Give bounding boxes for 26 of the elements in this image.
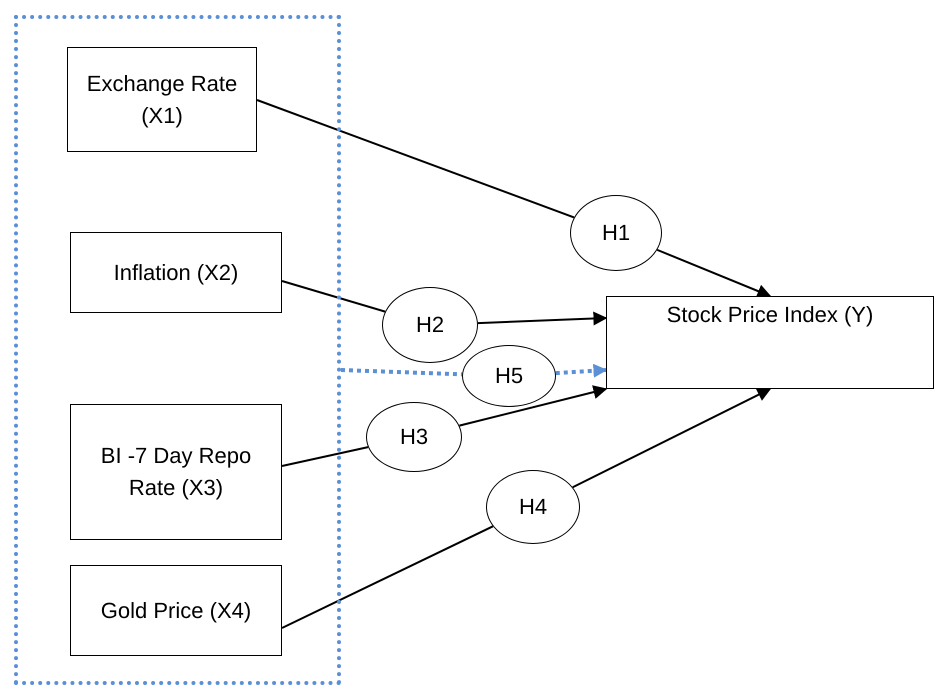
variable-box <box>606 296 934 389</box>
node-label: H2 <box>414 311 446 340</box>
connector-line <box>282 446 368 467</box>
node-label: Gold Price (X4) <box>100 596 252 625</box>
arrow <box>556 364 608 378</box>
node-label: H1 <box>600 219 632 248</box>
group-frame <box>14 15 341 685</box>
node-label: Exchange Rate (X1) <box>86 70 238 130</box>
node-label: Stock Price Index (Y) <box>666 300 874 329</box>
connector-line <box>256 99 574 218</box>
connector-line <box>282 280 386 313</box>
arrow <box>656 248 772 298</box>
node-label: H3 <box>398 423 430 452</box>
node-label: Inflation (X2) <box>112 258 240 287</box>
node-label: H4 <box>518 493 548 522</box>
connector-line <box>340 368 462 376</box>
arrow <box>478 312 608 326</box>
arrow <box>459 385 608 427</box>
variable-box <box>70 232 282 313</box>
connector-line <box>282 525 494 629</box>
arrow <box>572 388 772 488</box>
variable-box <box>67 47 257 152</box>
variable-box <box>70 404 282 540</box>
variable-box <box>70 565 282 656</box>
node-label: H5 <box>494 362 524 390</box>
node-label: BI -7 Day Repo Rate (X3) <box>100 442 252 502</box>
